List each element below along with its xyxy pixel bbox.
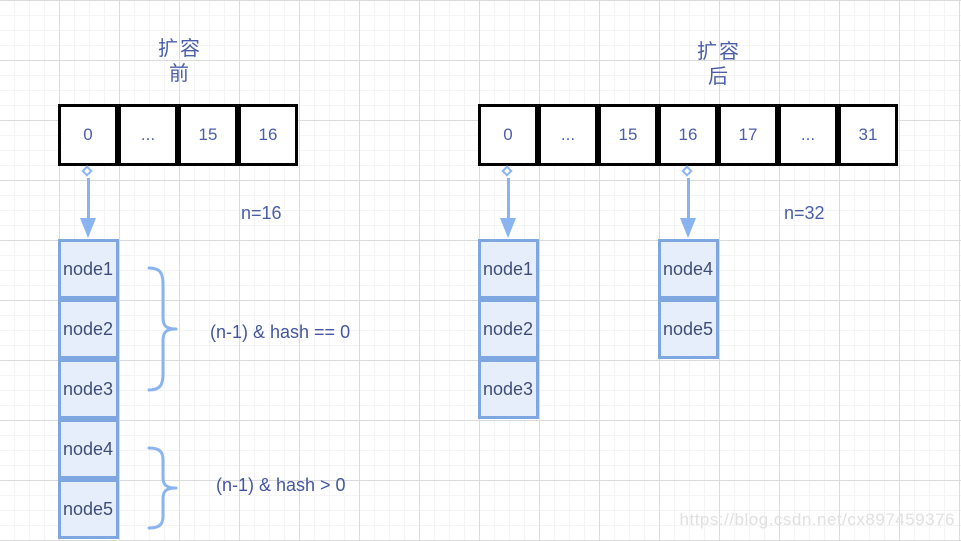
after-title: 扩容 后 — [669, 40, 769, 90]
arrow-head-icon — [680, 218, 696, 238]
arrow-diamond-icon — [501, 165, 513, 177]
list-item-node5: node5 — [658, 299, 719, 359]
list-item-node3: node3 — [58, 359, 119, 419]
list-item-node1: node1 — [478, 239, 539, 299]
before-array-cell-15: 15 — [178, 104, 238, 166]
before-array-cell-ellipsis: ... — [118, 104, 178, 166]
before-array-cell-16: 16 — [238, 104, 298, 166]
before-title: 扩容 前 — [130, 37, 230, 87]
watermark-url: https://blog.csdn.net/cx897459376 — [679, 510, 955, 529]
list-item-node3: node3 — [478, 359, 539, 419]
after-array-cell-ellipsis2: ... — [778, 104, 838, 166]
arrow-diamond-icon — [681, 165, 693, 177]
arrow-head-icon — [500, 218, 516, 238]
after-array-cell-15: 15 — [598, 104, 658, 166]
annotation-hash-eq0: (n-1) & hash == 0 — [210, 322, 351, 342]
list-item-node2: node2 — [58, 299, 119, 359]
list-item-node1: node1 — [58, 239, 119, 299]
annotation-hash-gt0: (n-1) & hash > 0 — [216, 475, 346, 495]
before-array-cell-0: 0 — [58, 104, 118, 166]
brace-nodes4-5-icon — [147, 446, 178, 530]
arrow-head-icon — [80, 218, 96, 238]
after-n-label: n=32 — [784, 203, 825, 223]
before-array: 0 ... 15 16 — [58, 104, 298, 166]
list-item-node2: node2 — [478, 299, 539, 359]
before-n-label: n=16 — [241, 203, 282, 223]
before-title-line2: 前 — [169, 63, 191, 85]
after-bucket16-node-list: node4 node5 — [658, 239, 719, 359]
after-title-line1: 扩容 — [697, 41, 741, 63]
after-array-cell-0: 0 — [478, 104, 538, 166]
brace-nodes1-3-icon — [147, 266, 178, 392]
after-array-cell-16: 16 — [658, 104, 718, 166]
after-array-cell-31: 31 — [838, 104, 898, 166]
arrow-diamond-icon — [81, 165, 93, 177]
after-array: 0 ... 15 16 17 ... 31 — [478, 104, 898, 166]
list-item-node5: node5 — [58, 479, 119, 539]
before-title-line1: 扩容 — [158, 38, 202, 60]
arrow-stem — [87, 178, 90, 219]
after-array-cell-17: 17 — [718, 104, 778, 166]
after-bucket0-node-list: node1 node2 node3 — [478, 239, 539, 419]
after-title-line2: 后 — [708, 66, 730, 88]
before-node-list: node1 node2 node3 node4 node5 — [58, 239, 119, 539]
after-array-cell-ellipsis1: ... — [538, 104, 598, 166]
arrow-stem — [687, 178, 690, 219]
list-item-node4: node4 — [58, 419, 119, 479]
list-item-node4: node4 — [658, 239, 719, 299]
arrow-stem — [507, 178, 510, 219]
